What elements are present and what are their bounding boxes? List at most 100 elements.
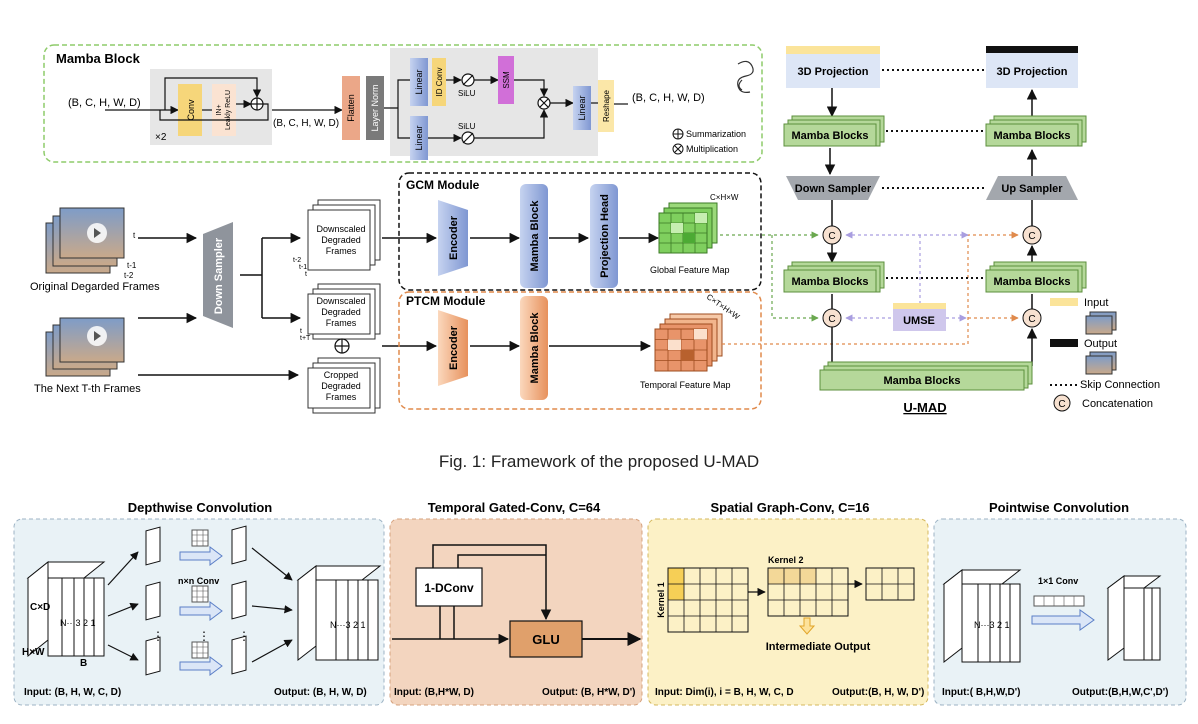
proj-out-block [986,53,1078,88]
pw-out-side [1107,575,1125,661]
down-sampler-left [203,222,233,328]
legend: Input Output Skip Connection C Concatena… [1050,297,1160,412]
ptcm-to-concat-right [722,231,1019,345]
dw-blue-arrow-2 [179,601,223,621]
ds2-front [307,293,371,335]
dw-out-channels: N···3 2 1 [330,620,366,630]
dw-out-s5 [367,579,379,661]
dw-merge-3 [251,639,293,663]
ds1-t2: t [305,271,307,278]
panel-pointwise: Pointwise Convolution N···3 2 1 1×1 Conv… [933,500,1187,706]
ptcm-mamba-label: Mamba Block [529,312,541,384]
proj-out-label: 3D Projection [997,66,1068,78]
sum-return-path [159,103,269,121]
dconv-label: 1-DConv [424,581,474,595]
dw-dots-3: ⋮ [238,629,250,643]
ds1-line1: Downscaled [316,224,365,234]
ds2-t0: t [300,328,302,335]
in-relu-block [212,84,236,136]
dw-arrow-2 [107,602,139,617]
dw-dots-2: ⋮ [198,629,210,643]
pw-kernel-row [1033,595,1085,607]
gfm-cell-b [683,233,695,243]
id-conv-block [432,58,446,106]
linear-bottom-block [410,116,428,160]
dw-cxd: C×D [30,602,50,613]
dw-out-slice-2 [231,580,247,620]
mamba-input-shape: (B, C, H, W, D) [68,97,141,109]
conv-residual-path [164,77,262,110]
legend-sum-label: Summarization [686,129,746,139]
reshape-label: Reshape [602,89,611,122]
mbl1-label: Mamba Blocks [791,130,868,142]
mamba-blocks-right-mid: Mamba Blocks [985,261,1087,293]
dw-slab-4 [83,577,95,657]
conv-block [178,84,202,136]
cr-front [307,367,371,409]
mbl2-front [783,269,877,293]
umse-input-bar [893,303,946,309]
mbr2-label: Mamba Blocks [993,276,1070,288]
cr-line1: Cropped [324,370,359,380]
sg1-lines [668,568,748,632]
gcm-mamba-block [520,184,548,288]
pw-conv-label: 1×1 Conv [1038,576,1078,586]
sum-node-pipeline-plus [335,339,349,353]
dw-out-side [297,564,317,662]
silu-top-label: SiLU [458,89,476,98]
mbr1-label: Mamba Blocks [993,130,1070,142]
dconv-block [415,567,483,607]
panel-spatial: Spatial Graph-Conv, C=16 Kernel 1 Kernel… [647,500,929,706]
proj-in-input-bar [786,46,880,54]
glu-label: GLU [532,632,559,647]
dw-blue-arrow-1 [179,546,223,566]
pw-out-s3 [1151,587,1161,661]
play-icon-2-triangle [94,331,101,341]
ssm-block [498,56,514,104]
mbr1-front [985,123,1079,147]
dw-merge-2 [251,605,293,614]
mbr2-front [985,269,1079,293]
proj-in-label: 3D Projection [798,66,869,78]
ds2-t1: t+T [300,335,311,342]
next-frames-label: The Next T-th Frames [34,383,141,395]
dw-slab-3 [73,577,85,657]
gcm-title: GCM Module [406,178,480,192]
pw-out-s2 [1143,587,1153,661]
umad-down-sampler-label: Down Sampler [795,183,872,195]
cr-line3: Frames [326,392,357,402]
frame-front-2 [59,317,125,363]
sg2-highlight [768,568,816,584]
depthwise-input-cube [26,560,106,658]
temporal-title: Temporal Gated-Conv, C=64 [428,500,601,515]
dw-dots-1: ⋮ [152,629,164,643]
mamba-blocks-left-mid: Mamba Blocks [783,261,885,293]
depthwise-title: Depthwise Convolution [128,500,273,515]
silu-bottom-slash [462,132,474,144]
legend-concat-label: Concatenation [1082,398,1153,410]
ds1-line2: Degraded [321,235,361,245]
pw-kernel-grid [1043,596,1075,606]
legend-mul-label: Multiplication [686,144,738,154]
legend-thumb-1b [1085,315,1113,335]
legend-concat-c: C [1058,399,1065,410]
concat-right-top-label: C [1028,231,1035,242]
layer-norm-block [366,76,384,140]
gcm-module: GCM Module Encoder Mamba Block Projectio… [398,172,762,291]
legend-skip-label: Skip Connection [1080,379,1160,391]
layer-norm-label: Layer Norm [370,84,380,131]
temporal-map-label: Temporal Feature Map [640,380,731,390]
silu-top-slash [462,74,474,86]
spatial-input-label: Input: Dim(i), i = B, H, W, C, D [655,687,794,698]
ptcm-module: PTCM Module Encoder Mamba Block C×T×H×W … [398,291,762,410]
snake-icon [737,60,754,93]
pw-kernel [1033,595,1085,607]
silu-to-mul-path [474,109,549,139]
flatten-block [342,76,360,140]
legend-concat-swatch [1053,394,1071,412]
mamba-block-panel: Mamba Block (B, C, H, W, D) ×2 Conv IN+ … [43,44,763,163]
umad-down-sampler [786,176,880,200]
kernel-3-grid [192,642,208,658]
legend-sum-plus [673,129,683,139]
